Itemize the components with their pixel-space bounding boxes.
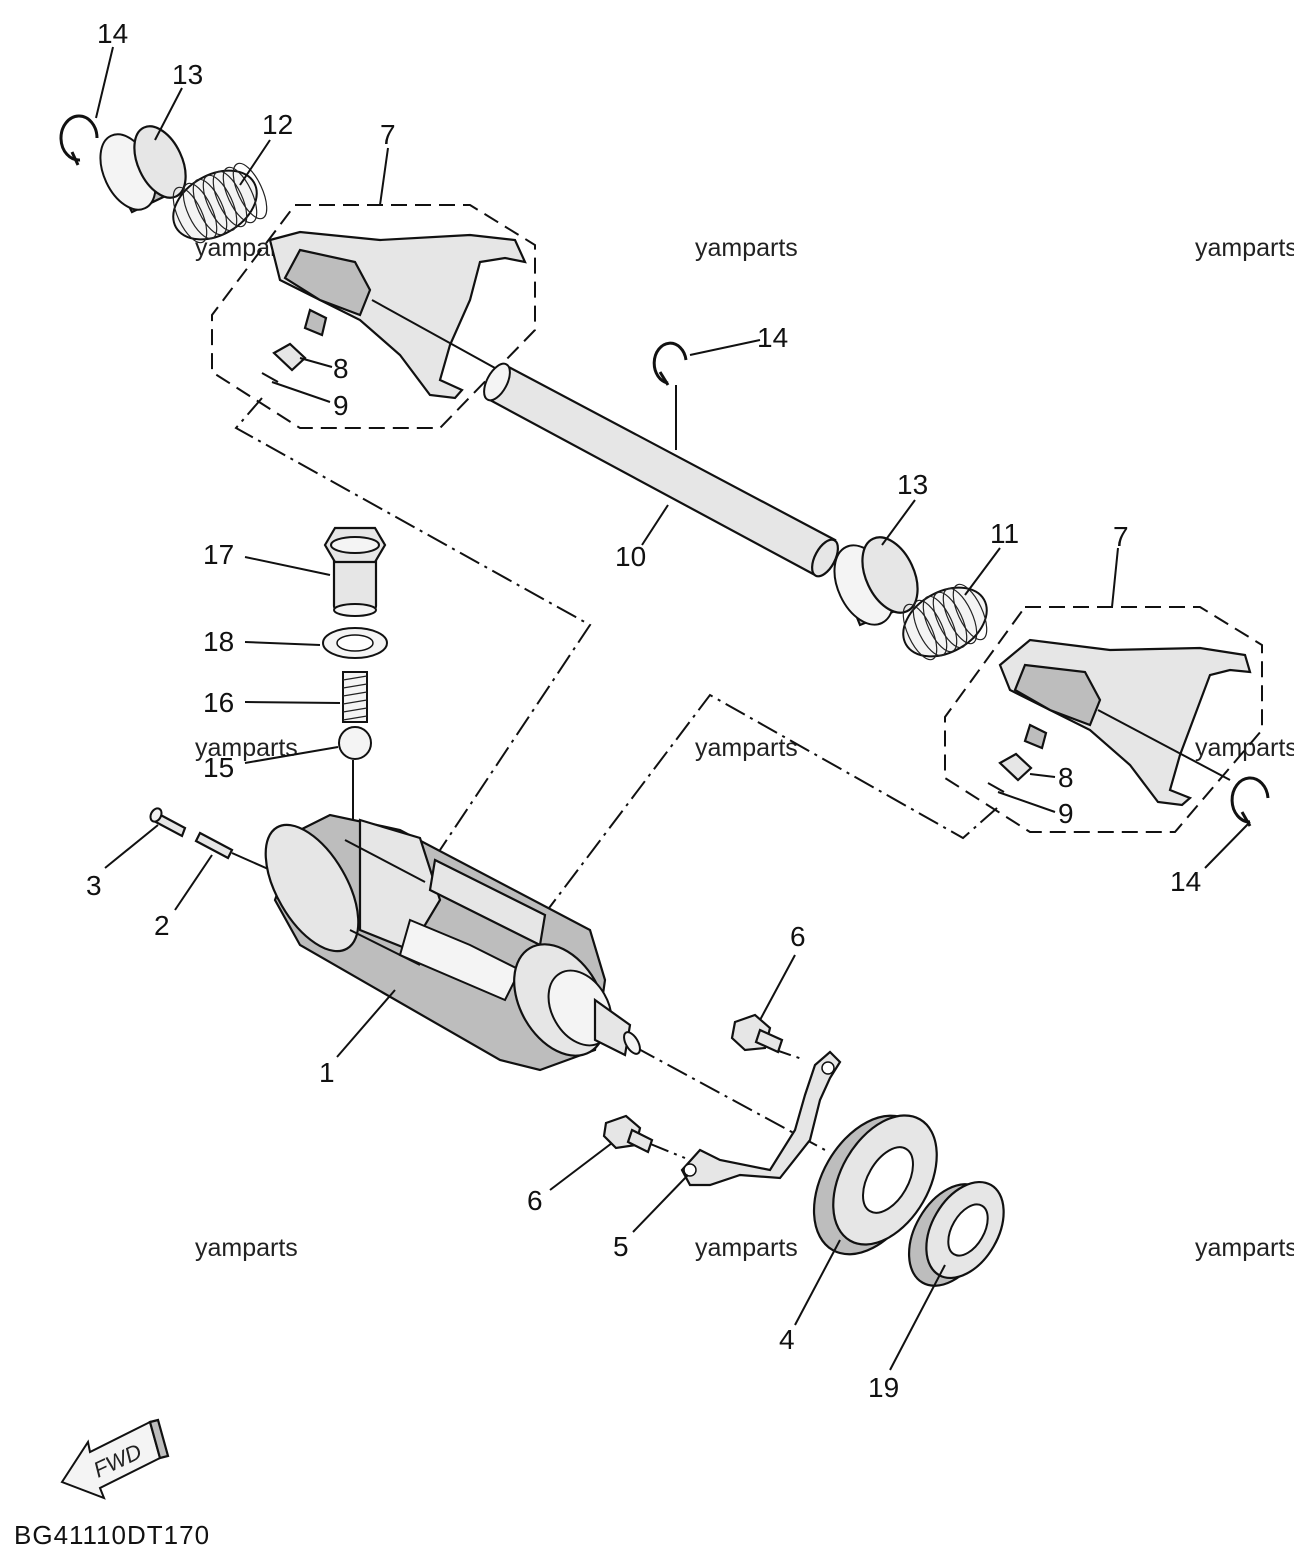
circlip-part-14-lower — [1230, 776, 1270, 827]
plug-bolt-part-17 — [323, 526, 387, 617]
callout-12: 12 — [262, 109, 293, 140]
group-outline-upper-shift-fork — [211, 204, 536, 429]
callout-7: 7 — [1113, 521, 1129, 552]
centerline-bolt-lower — [647, 1142, 686, 1159]
pin-part-2 — [194, 831, 234, 860]
callout-8: 8 — [333, 353, 349, 384]
shift-fork-roller-part-8-lower — [998, 752, 1033, 782]
callout-6: 6 — [527, 1185, 543, 1216]
spring-part-12 — [172, 162, 268, 244]
forward-direction-arrow-icon: FWD — [60, 1418, 170, 1500]
collar-part-13-upper — [99, 125, 187, 214]
pin-part-3 — [149, 807, 187, 838]
callout-2: 2 — [154, 910, 170, 941]
callout-1: 1 — [319, 1057, 335, 1088]
spring-part-11 — [902, 583, 988, 661]
shift-drum-part-1 — [264, 813, 641, 1072]
oil-seal-part-19 — [907, 1180, 1005, 1287]
callout-15: 15 — [203, 752, 234, 783]
callout-11: 11 — [990, 518, 1019, 549]
callout-14: 14 — [757, 322, 788, 353]
callout-3: 3 — [86, 870, 102, 901]
callout-19: 19 — [868, 1372, 899, 1403]
shift-fork-shaft-part-10 — [483, 362, 839, 578]
centerline-upper-fork-to-drum — [234, 397, 592, 926]
collar-part-13-lower — [833, 536, 919, 627]
watermarks: yamparts yamparts yamparts yamparts yamp… — [195, 234, 1294, 1262]
spring-part-16 — [342, 671, 368, 723]
ball-part-15 — [338, 726, 372, 760]
bolt-part-6-lower — [602, 1114, 654, 1154]
gasket-part-18 — [322, 627, 388, 659]
callout-leaders — [95, 46, 1251, 1371]
callout-8: 8 — [1058, 762, 1074, 793]
callout-16: 16 — [203, 687, 234, 718]
callout-18: 18 — [203, 626, 234, 657]
callout-13: 13 — [897, 469, 928, 500]
watermark: yamparts — [1195, 734, 1294, 762]
circlip-part-14-middle — [652, 341, 688, 386]
callout-13: 13 — [172, 59, 203, 90]
bolt-part-6-upper — [730, 1013, 784, 1054]
callout-9: 9 — [333, 390, 349, 421]
callout-numbers: 14 13 12 7 8 9 14 10 13 11 7 17 18 16 15… — [86, 18, 1201, 1403]
watermark: yamparts — [695, 234, 798, 262]
callout-4: 4 — [779, 1324, 795, 1355]
shift-fork-roller-part-8-upper — [272, 342, 307, 372]
watermark: yamparts — [695, 734, 798, 762]
centerline-lower-fork-to-drum — [539, 693, 998, 921]
shift-fork-part-7-upper — [268, 230, 527, 400]
callout-17: 17 — [203, 539, 234, 570]
shift-fork-clip-part-9-lower — [987, 782, 1005, 793]
group-outline-lower-shift-fork — [944, 606, 1263, 833]
callout-14: 14 — [1170, 866, 1201, 897]
watermark: yamparts — [1195, 1234, 1294, 1262]
callout-9: 9 — [1058, 798, 1074, 829]
watermark: yamparts — [1195, 234, 1294, 262]
circlip-part-14-upper — [59, 114, 99, 166]
callout-14: 14 — [97, 18, 128, 49]
bearing-part-4 — [812, 1114, 938, 1256]
callout-10: 10 — [615, 541, 646, 572]
bracket-part-5 — [680, 1050, 842, 1187]
shift-fork-clip-part-9-upper — [261, 372, 279, 383]
callout-6: 6 — [790, 921, 806, 952]
drawing-code: BG41110DT170 — [14, 1520, 210, 1550]
shift-fork-part-7-lower — [998, 638, 1252, 807]
callout-5: 5 — [613, 1231, 629, 1262]
callout-7: 7 — [380, 119, 396, 150]
watermark: yamparts — [195, 1234, 298, 1262]
watermark: yamparts — [695, 1234, 798, 1262]
